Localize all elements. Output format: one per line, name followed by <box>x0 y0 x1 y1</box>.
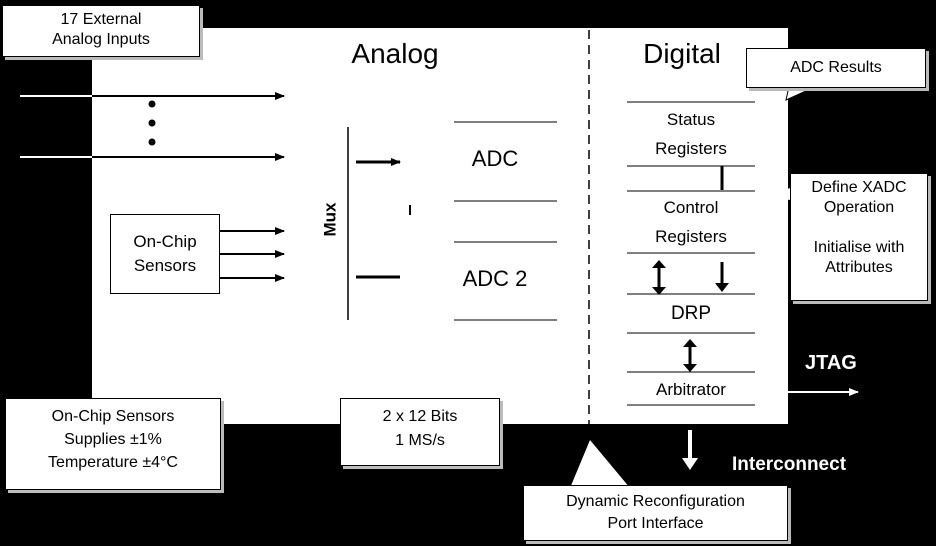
define-xadc-line-4: Attributes <box>825 259 893 276</box>
sensors-note-line-2: Supplies ±1% <box>64 431 162 448</box>
drp-interface-line-2: Port Interface <box>607 515 704 532</box>
external-inputs-callout: 17 External Analog Inputs <box>2 5 200 57</box>
bits-callout: 2 x 12 Bits 1 MS/s <box>340 398 500 466</box>
sensors-note-line-1: On-Chip Sensors <box>51 408 175 425</box>
external-inputs-line-1: 17 External <box>60 11 142 28</box>
define-xadc-line-2: Operation <box>823 199 895 216</box>
bits-line-1: 2 x 12 Bits <box>382 408 458 425</box>
adc2-label: ADC 2 <box>462 266 528 291</box>
adc-results-callout: ADC Results <box>746 48 926 88</box>
sensors-note-callout: On-Chip Sensors Supplies ±1% Temperature… <box>5 398 221 490</box>
arbitrator-label: Arbitrator <box>656 380 726 399</box>
define-xadc-callout: Define XADC Operation Initialise with At… <box>790 173 928 301</box>
drp-interface-callout: Dynamic Reconfiguration Port Interface <box>523 485 788 541</box>
external-inputs-line-2: Analog Inputs <box>52 31 150 48</box>
interconnect-label: Interconnect <box>732 454 847 475</box>
adc-results-label: ADC Results <box>790 59 882 76</box>
onchip-sensors-line-2: Sensors <box>133 256 197 275</box>
adc1-label: ADC <box>471 146 519 171</box>
bits-line-2: 1 MS/s <box>395 432 445 449</box>
define-xadc-line-3: Initialise with <box>813 239 905 256</box>
status-registers-line-1: Status <box>666 110 716 129</box>
ellipsis-dot <box>148 100 156 108</box>
drp-interface-line-1: Dynamic Reconfiguration <box>566 493 745 510</box>
drp-label: DRP <box>670 303 712 324</box>
status-registers-line-2: Registers <box>655 139 727 158</box>
jtag-label: JTAG <box>805 352 857 374</box>
control-registers-line-1: Control <box>663 198 719 217</box>
mux-label: Mux <box>320 202 340 237</box>
onchip-sensors-line-1: On-Chip <box>133 232 197 251</box>
analog-title: Analog <box>351 38 439 69</box>
define-xadc-line-1: Define XADC <box>811 179 907 196</box>
sensors-note-line-3: Temperature ±4°C <box>48 454 178 471</box>
onchip-sensors-box: On-Chip Sensors <box>110 214 220 294</box>
control-registers-line-2: Registers <box>655 227 727 246</box>
digital-title: Digital <box>643 38 721 69</box>
